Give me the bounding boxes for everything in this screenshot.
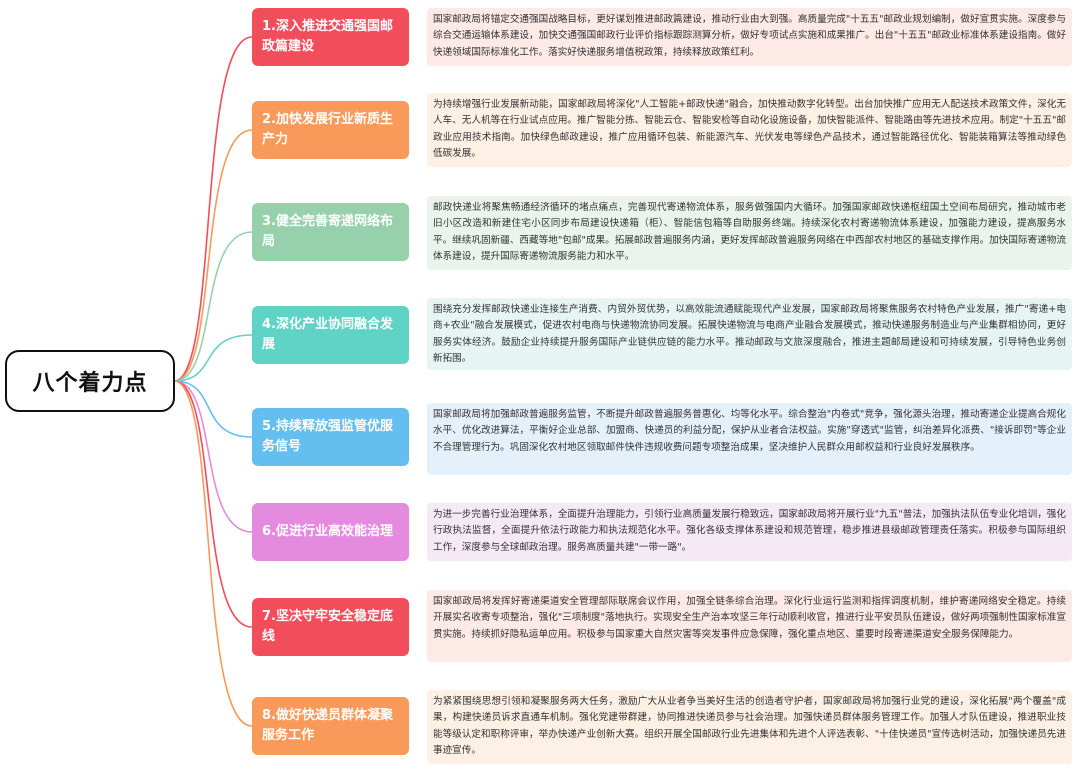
branch-title: 5.持续释放强监管优服务信号 [262,419,393,454]
branch-detail-8: 为紧紧围绕思想引领和凝聚服务两大任务，激励广大从业者争当美好生活的创造者守护者，… [427,690,1072,764]
branch-detail-3: 邮政快递业将聚焦畅通经济循环的堵点痛点，完善现代寄递物流体系，服务做强国内大循环… [427,196,1072,270]
branch-node-8: 8.做好快递员群体凝聚服务工作 [252,697,409,755]
connector-line-3 [173,231,253,382]
branch-title: 6.促进行业高效能治理 [262,524,393,539]
branch-title: 3.健全完善寄递网络布局 [262,214,393,249]
connector-line-5 [173,380,253,438]
branch-detail-6: 为进一步完善行业治理体系，全面提升治理能力，引领行业高质量发展行稳致远，国家邮政… [427,503,1072,561]
branch-node-4: 4.深化产业协同融合发展 [252,306,409,364]
branch-node-3: 3.健全完善寄递网络布局 [252,203,409,261]
connector-line-2 [173,129,253,382]
branch-detail-5: 国家邮政局将加强邮政普遍服务监管，不断提升邮政普遍服务普惠化、均等化水平。综合整… [427,403,1072,475]
connector-line-7 [173,380,253,628]
branch-detail-2: 为持续增强行业发展新动能，国家邮政局将深化"人工智能+邮政快递"融合，加快推动数… [427,93,1072,167]
connector-line-8 [173,380,253,727]
connector-line-4 [173,334,253,382]
branch-detail-1: 国家邮政局将锚定交通强国战略目标，更好谋划推进邮政篇建设，推动行业由大到强。高质… [427,8,1072,66]
branch-node-5: 5.持续释放强监管优服务信号 [252,408,409,466]
branch-title: 2.加快发展行业新质生产力 [262,112,393,147]
branch-title: 8.做好快递员群体凝聚服务工作 [262,708,393,743]
branch-node-6: 6.促进行业高效能治理 [252,503,409,561]
branch-title: 7.坚决守牢安全稳定底线 [262,609,393,644]
branch-detail-7: 国家邮政局将发挥好寄递渠道安全管理部际联席会议作用，加强全链条综合治理。深化行业… [427,590,1072,662]
branch-title: 4.深化产业协同融合发展 [262,317,393,352]
branch-node-1: 1.深入推进交通强国邮政篇建设 [252,8,409,66]
branch-node-7: 7.坚决守牢安全稳定底线 [252,598,409,656]
connector-line-6 [173,380,253,533]
branch-detail-4: 围绕充分发挥邮政快递业连接生产消费、内贸外贸优势，以高效能流通赋能现代产业发展，… [427,298,1072,370]
branch-title: 1.深入推进交通强国邮政篇建设 [262,19,393,54]
connector-line-1 [173,36,253,382]
branch-node-2: 2.加快发展行业新质生产力 [252,101,409,159]
root-node: 八个着力点 [5,350,175,412]
